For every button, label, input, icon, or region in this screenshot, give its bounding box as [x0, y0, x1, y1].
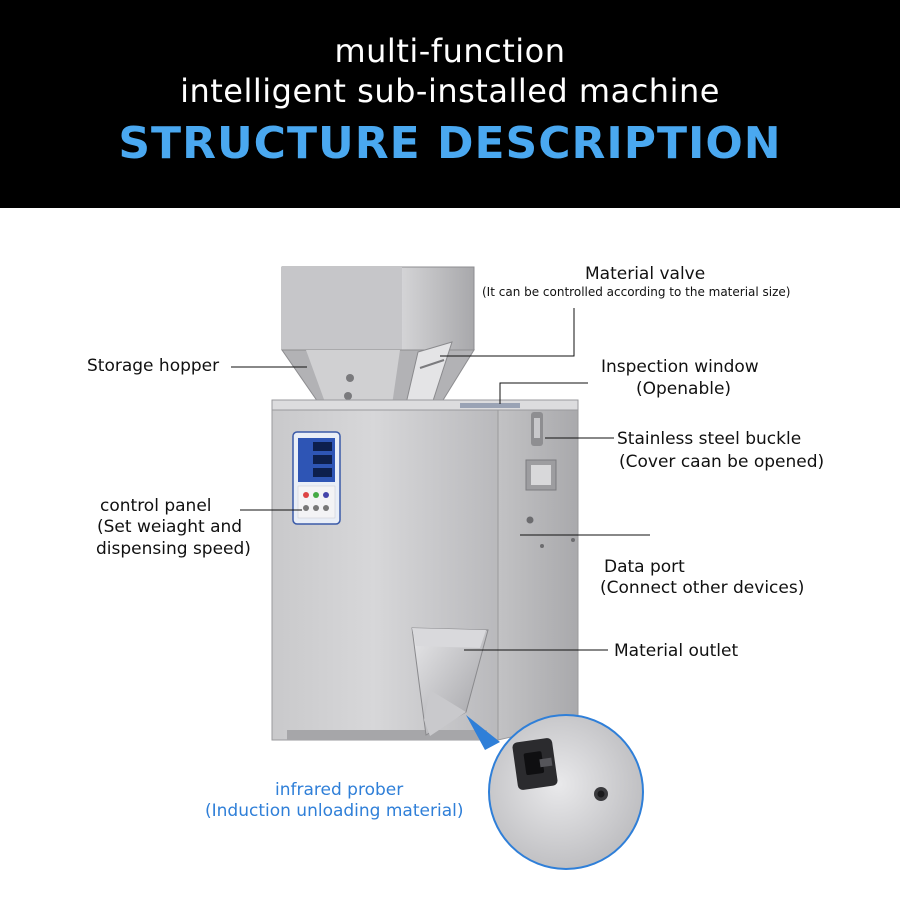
storage-hopper — [281, 266, 475, 406]
infrared-prober-zoom — [466, 714, 644, 870]
inspection-window-label: Inspection window — [601, 357, 759, 377]
control-panel-label: control panel — [100, 496, 212, 516]
header-line-1: multi-function — [334, 32, 566, 70]
header-line-2: intelligent sub-installed machine — [180, 72, 720, 110]
stainless-buckle-note: (Cover caan be opened) — [619, 452, 825, 472]
material-outlet-label: Material outlet — [614, 641, 739, 661]
stainless-buckle-label: Stainless steel buckle — [617, 429, 802, 449]
inspection-window — [460, 403, 520, 408]
data-port-note: (Connect other devices) — [600, 578, 805, 598]
infrared-prober-note: (Induction unloading material) — [205, 801, 464, 821]
screw-hole — [540, 544, 544, 548]
material-valve-note: (It can be controlled according to the m… — [482, 285, 791, 299]
material-outlet — [411, 627, 489, 736]
material-valve — [344, 341, 453, 409]
header-banner: multi-function intelligent sub-installed… — [0, 0, 900, 208]
inspection-window-note: (Openable) — [636, 379, 732, 399]
data-port-label: Data port — [604, 557, 685, 577]
control-panel — [292, 431, 341, 525]
page-title: STRUCTURE DESCRIPTION — [118, 118, 782, 169]
screw-hole — [571, 538, 575, 542]
infrared-prober-label: infrared prober — [275, 780, 404, 800]
data-port — [526, 516, 534, 524]
stainless-buckle — [525, 412, 557, 491]
storage-hopper-label: Storage hopper — [87, 356, 220, 376]
material-valve-label: Material valve — [585, 264, 706, 284]
leader-lines — [231, 308, 650, 651]
control-panel-note-2: dispensing speed) — [96, 539, 251, 559]
control-panel-note-1: (Set weiaght and — [97, 517, 243, 537]
